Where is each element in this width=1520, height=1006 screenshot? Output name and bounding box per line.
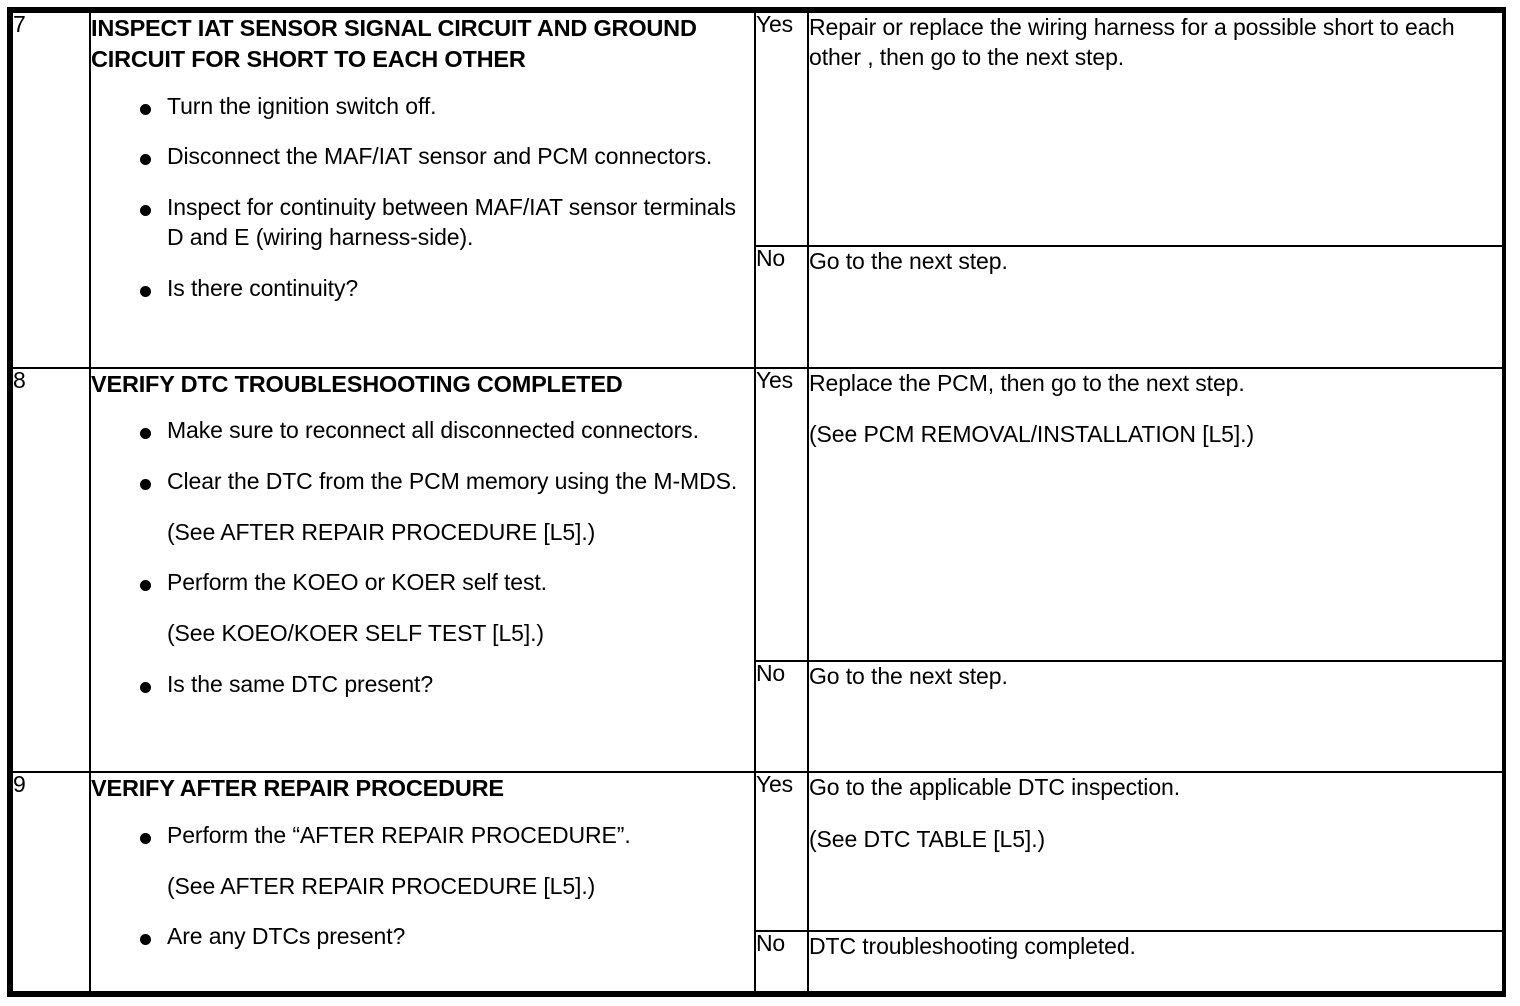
troubleshooting-table-sheet: 7 INSPECT IAT SENSOR SIGNAL CIRCUIT AND … <box>7 7 1506 997</box>
action-cell-yes: Repair or replace the wiring harness for… <box>807 10 1504 248</box>
table-body: 7 INSPECT IAT SENSOR SIGNAL CIRCUIT AND … <box>11 10 1504 993</box>
result-label-yes: Yes <box>754 10 809 248</box>
table-row: No Go to the next step. <box>12 245 1504 369</box>
inspection-steps-list: Make sure to reconnect all disconnected … <box>91 416 754 700</box>
action-text: Replace the PCM, then go to the next ste… <box>809 369 1245 396</box>
list-item: Perform the KOEO or KOER self test. <box>91 568 754 598</box>
inspection-cell: VERIFY AFTER REPAIR PROCEDURE Perform th… <box>89 771 756 993</box>
action-cell-yes: Go to the applicable DTC inspection. (Se… <box>807 771 1504 933</box>
inspection-heading: INSPECT IAT SENSOR SIGNAL CIRCUIT AND GR… <box>91 15 697 73</box>
inspection-cell: VERIFY DTC TROUBLESHOOTING COMPLETED Mak… <box>89 366 756 774</box>
list-item: Turn the ignition switch off. <box>91 92 754 122</box>
inspection-cell: INSPECT IAT SENSOR SIGNAL CIRCUIT AND GR… <box>89 11 756 369</box>
troubleshooting-table: 7 INSPECT IAT SENSOR SIGNAL CIRCUIT AND … <box>11 10 1504 993</box>
list-item: Clear the DTC from the PCM memory using … <box>91 467 754 497</box>
list-item: Is there continuity? <box>91 274 754 304</box>
inspection-steps-list: Perform the “AFTER REPAIR PROCEDURE”. (S… <box>91 821 754 953</box>
list-item: Inspect for continuity between MAF/IAT s… <box>91 193 754 253</box>
list-item-note: (See AFTER REPAIR PROCEDURE [L5].) <box>167 518 596 545</box>
table-row: No DTC troubleshooting completed. <box>12 930 1504 993</box>
result-label-yes: Yes <box>754 771 809 933</box>
list-item: Perform the “AFTER REPAIR PROCEDURE”. <box>91 821 754 851</box>
list-item: Make sure to reconnect all disconnected … <box>91 416 754 446</box>
action-cell-no: Go to the next step. <box>807 659 1504 774</box>
result-label-no: No <box>754 245 809 369</box>
list-item: Are any DTCs present? <box>91 922 754 952</box>
step-number-cell: 7 <box>11 11 91 369</box>
table-row: 9 VERIFY AFTER REPAIR PROCEDURE Perform … <box>11 771 1504 993</box>
action-cell-yes: Replace the PCM, then go to the next ste… <box>807 366 1504 662</box>
action-cell-no: Go to the next step. <box>807 245 1504 369</box>
inspection-heading: VERIFY AFTER REPAIR PROCEDURE <box>91 775 504 802</box>
result-label-no: No <box>754 930 809 993</box>
inspection-steps-list: Turn the ignition switch off. Disconnect… <box>91 92 754 304</box>
step-number-cell: 8 <box>11 366 91 774</box>
result-label-yes: Yes <box>754 366 809 662</box>
step-number-cell: 9 <box>11 771 91 993</box>
action-reference: (See DTC TABLE [L5].) <box>809 826 1046 853</box>
list-item: Is the same DTC present? <box>91 670 754 700</box>
result-label-no: No <box>754 659 809 774</box>
inspection-heading: VERIFY DTC TROUBLESHOOTING COMPLETED <box>91 370 623 397</box>
action-text: Repair or replace the wiring harness for… <box>809 14 1455 70</box>
action-text: DTC troubleshooting completed. <box>809 933 1136 960</box>
action-text: Go to the applicable DTC inspection. <box>809 774 1180 801</box>
action-text: Go to the next step. <box>809 662 1008 689</box>
table-row: 7 INSPECT IAT SENSOR SIGNAL CIRCUIT AND … <box>11 10 1504 369</box>
table-row: 8 VERIFY DTC TROUBLESHOOTING COMPLETED M… <box>11 366 1504 774</box>
action-reference: (See PCM REMOVAL/INSTALLATION [L5].) <box>809 421 1255 448</box>
list-item-note: (See KOEO/KOER SELF TEST [L5].) <box>167 620 544 647</box>
list-item: Disconnect the MAF/IAT sensor and PCM co… <box>91 142 754 172</box>
table-row: No Go to the next step. <box>12 659 1504 774</box>
list-item-note: (See AFTER REPAIR PROCEDURE [L5].) <box>167 872 596 899</box>
action-cell-no: DTC troubleshooting completed. <box>807 930 1504 993</box>
action-text: Go to the next step. <box>809 248 1008 275</box>
